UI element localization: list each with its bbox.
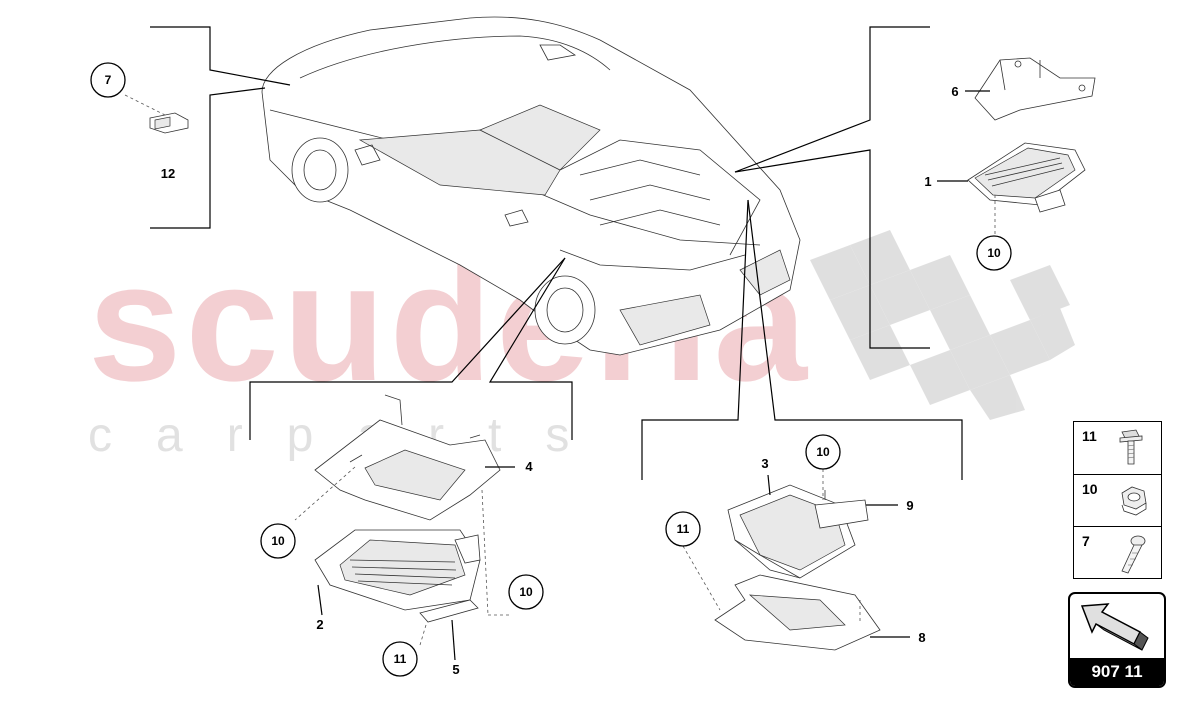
legend-row-nut: 10 <box>1074 474 1161 527</box>
legend-number: 7 <box>1082 533 1090 549</box>
part-8-plate <box>714 574 881 651</box>
label-1: 1 <box>924 174 931 189</box>
callout-10-mid: 10 <box>519 585 533 599</box>
label-12: 12 <box>161 166 175 181</box>
leader-top-right <box>734 26 930 173</box>
legend-row-bolt: 11 <box>1074 422 1161 474</box>
part-1-ecu <box>967 142 1086 238</box>
part-6-bracket <box>974 57 1096 121</box>
label-8: 8 <box>918 630 925 645</box>
label-9: 9 <box>906 498 913 513</box>
legend-row-screw: 7 <box>1074 526 1161 579</box>
callout-10-right: 10 <box>816 445 830 459</box>
leader-top-left <box>150 26 291 86</box>
label-3: 3 <box>761 456 768 471</box>
callout-10-left: 10 <box>271 534 285 548</box>
leader-top-right-lower <box>734 149 930 349</box>
checkered-flag-watermark <box>810 230 1075 420</box>
view-direction-arrow-icon <box>1080 603 1149 651</box>
part-4-bracket <box>314 394 501 521</box>
callout-11-right: 11 <box>677 522 690 536</box>
guide-lines-left <box>294 466 510 646</box>
nut-icon <box>1121 486 1147 516</box>
fastener-legend: 11 10 7 <box>1073 421 1162 579</box>
leader-bottom-right-2 <box>747 199 963 480</box>
part-3-module <box>727 484 856 579</box>
leader-bottom-left-2 <box>488 257 573 440</box>
label-6: 6 <box>951 84 958 99</box>
diagram-page-badge: 907 11 <box>1068 592 1166 688</box>
part-2-ecu <box>314 529 481 611</box>
part-9-bracket <box>814 490 869 529</box>
car-overview-sketch <box>261 16 801 356</box>
label-5: 5 <box>452 662 459 677</box>
part-5-plate <box>419 599 479 623</box>
callout-7: 7 <box>105 73 112 87</box>
leader-bottom-right <box>641 199 749 480</box>
callout-11-bottom: 11 <box>394 652 407 666</box>
diagram-page-code: 907 11 <box>1070 658 1164 686</box>
leader-top-left-lower <box>150 87 266 229</box>
leader-bottom-left <box>249 257 566 440</box>
screw-icon <box>1121 535 1146 574</box>
bolt-icon <box>1119 429 1143 465</box>
label-2: 2 <box>316 617 323 632</box>
callout-10-top: 10 <box>987 246 1001 260</box>
legend-number: 10 <box>1082 481 1098 497</box>
legend-number: 11 <box>1082 428 1097 444</box>
label-4: 4 <box>525 459 533 474</box>
part-12-sensor <box>124 94 189 134</box>
